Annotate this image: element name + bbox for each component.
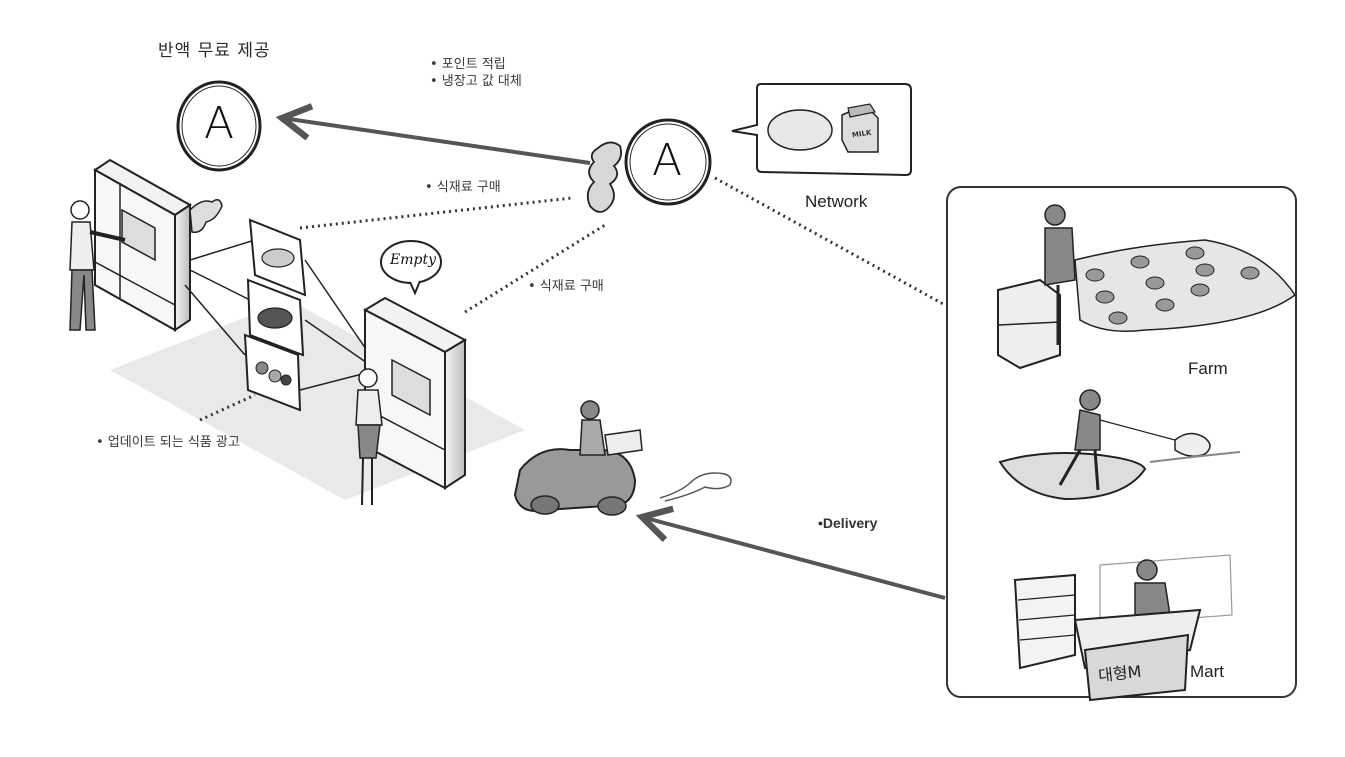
free-side-dish-label: 반액 무료 제공 (158, 41, 271, 61)
points-bullet: • 포인트 적립 (430, 57, 506, 72)
woman-figure (355, 368, 383, 506)
man-figure (69, 200, 126, 331)
farm-label: Farm (1188, 359, 1228, 378)
user-badge-center (624, 118, 712, 206)
hand-pointer-icon (189, 199, 223, 234)
mart-sign-text: 대형M (1097, 661, 1143, 686)
network-label: Network (805, 192, 868, 211)
empty-speech-bubble (380, 240, 442, 296)
mart-label: Mart (1190, 662, 1224, 681)
exhaust-puff (659, 472, 732, 502)
fishing-illustration (998, 389, 1241, 501)
delivery-scooter (513, 400, 732, 516)
updated-food-ads-label: • 업데이트 되는 식품 광고 (96, 435, 240, 450)
milk-carton-icon (841, 103, 879, 153)
user-badge-left (176, 80, 262, 172)
dotted-connectors (199, 176, 946, 422)
farm-illustration (997, 204, 1297, 370)
ad-panel-fruit (243, 333, 302, 412)
ad-panel-pot (248, 218, 307, 297)
delivery-label: •Delivery (818, 515, 878, 531)
network-bubble (731, 83, 912, 177)
smart-fridge-left (93, 158, 192, 332)
buy-ingredients-label-2: • 식재료 구매 (528, 279, 604, 294)
mart-illustration (1013, 554, 1233, 702)
phone-hand-icon (586, 141, 623, 213)
empty-bubble-text: Empty (390, 252, 436, 268)
delivery-arrow (635, 505, 946, 600)
badge-letter-left: A (204, 98, 235, 149)
benefit-bullets: • 포인트 적립 • 냉장고 값 대체 (430, 56, 522, 90)
badge-letter-center: A (652, 135, 683, 186)
buy-ingredients-label-1: • 식재료 구매 (425, 180, 501, 195)
ad-panel-dish (246, 278, 305, 357)
potato-icon (767, 109, 833, 151)
points-arrow (275, 103, 591, 165)
smart-fridge-right (362, 296, 468, 490)
fridge-cost-bullet: • 냉장고 값 대체 (430, 74, 522, 89)
ad-connector-lines (184, 239, 371, 391)
